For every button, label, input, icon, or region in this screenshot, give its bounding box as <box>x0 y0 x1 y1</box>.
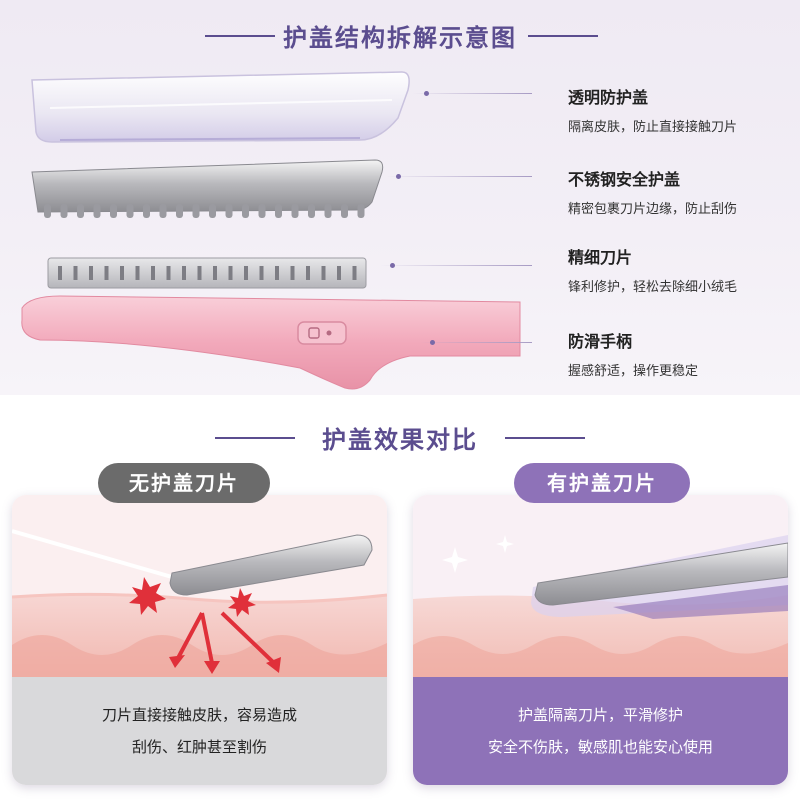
title-line-right <box>505 437 585 439</box>
caption-covered: 护盖隔离刀片，平滑修护 安全不伤肤，敏感肌也能安心使用 <box>413 677 788 785</box>
caption-line: 护盖隔离刀片，平滑修护 <box>517 706 683 724</box>
leader-dot-1 <box>424 91 429 96</box>
leader-dot-3 <box>390 263 395 268</box>
pink-handle <box>21 295 521 390</box>
part-desc: 锋利修护，轻松去除细小绒毛 <box>568 280 738 295</box>
title-line-left <box>215 437 295 439</box>
part-label-steel-cover: 不锈钢安全护盖 精密包裹刀片边缘，防止刮伤 <box>568 166 737 217</box>
danger-burst-icon <box>228 588 256 617</box>
leader-dot-2 <box>396 174 401 179</box>
leader-line-4 <box>420 342 532 343</box>
structure-title: 护盖结构拆解示意图 <box>283 24 517 52</box>
title-line-left <box>205 35 275 37</box>
part-desc: 隔离皮肤，防止直接接触刀片 <box>568 120 738 135</box>
danger-burst-icon <box>129 577 166 615</box>
caption-uncovered: 刀片直接接触皮肤，容易造成 刮伤、红肿甚至割伤 <box>12 677 387 785</box>
comparison-card-uncovered: 刀片直接接触皮肤，容易造成 刮伤、红肿甚至割伤 <box>12 495 387 785</box>
title-line-right <box>528 35 598 37</box>
caption-line: 刮伤、红肿甚至割伤 <box>131 738 267 756</box>
part-name: 不锈钢安全护盖 <box>568 170 681 189</box>
leader-line-1 <box>412 93 532 94</box>
leader-line-3 <box>380 265 532 266</box>
structure-panel: 护盖结构拆解示意图 <box>0 0 800 395</box>
part-label-fine-blade: 精细刀片 锋利修护，轻松去除细小绒毛 <box>568 244 737 295</box>
fine-blade <box>47 257 367 289</box>
comparison-card-covered: 护盖隔离刀片，平滑修护 安全不伤肤，敏感肌也能安心使用 <box>413 495 788 785</box>
part-name: 精细刀片 <box>568 248 633 267</box>
part-desc: 握感舒适，操作更稳定 <box>568 364 699 379</box>
part-label-handle: 防滑手柄 握感舒适，操作更稳定 <box>568 328 698 379</box>
exploded-razor-illustration <box>21 71 521 390</box>
part-desc: 精密包裹刀片边缘，防止刮伤 <box>568 202 738 217</box>
leader-line-2 <box>386 176 532 177</box>
part-name: 透明防护盖 <box>568 88 649 107</box>
label-uncovered-blade: 无护盖刀片 <box>98 463 270 503</box>
leader-dot-4 <box>430 340 435 345</box>
steel-cover <box>31 159 384 218</box>
part-label-transparent-cap: 透明防护盖 隔离皮肤，防止直接接触刀片 <box>568 84 737 135</box>
comparison-title: 护盖效果对比 <box>322 426 478 454</box>
label-covered-blade: 有护盖刀片 <box>514 463 690 503</box>
arrow-down-icon <box>175 611 276 665</box>
part-name: 防滑手柄 <box>568 332 633 351</box>
transparent-cap <box>31 71 410 143</box>
sparkle-icon <box>442 535 514 573</box>
caption-line: 刀片直接接触皮肤，容易造成 <box>101 706 297 724</box>
caption-line: 安全不伤肤，敏感肌也能安心使用 <box>487 738 713 756</box>
